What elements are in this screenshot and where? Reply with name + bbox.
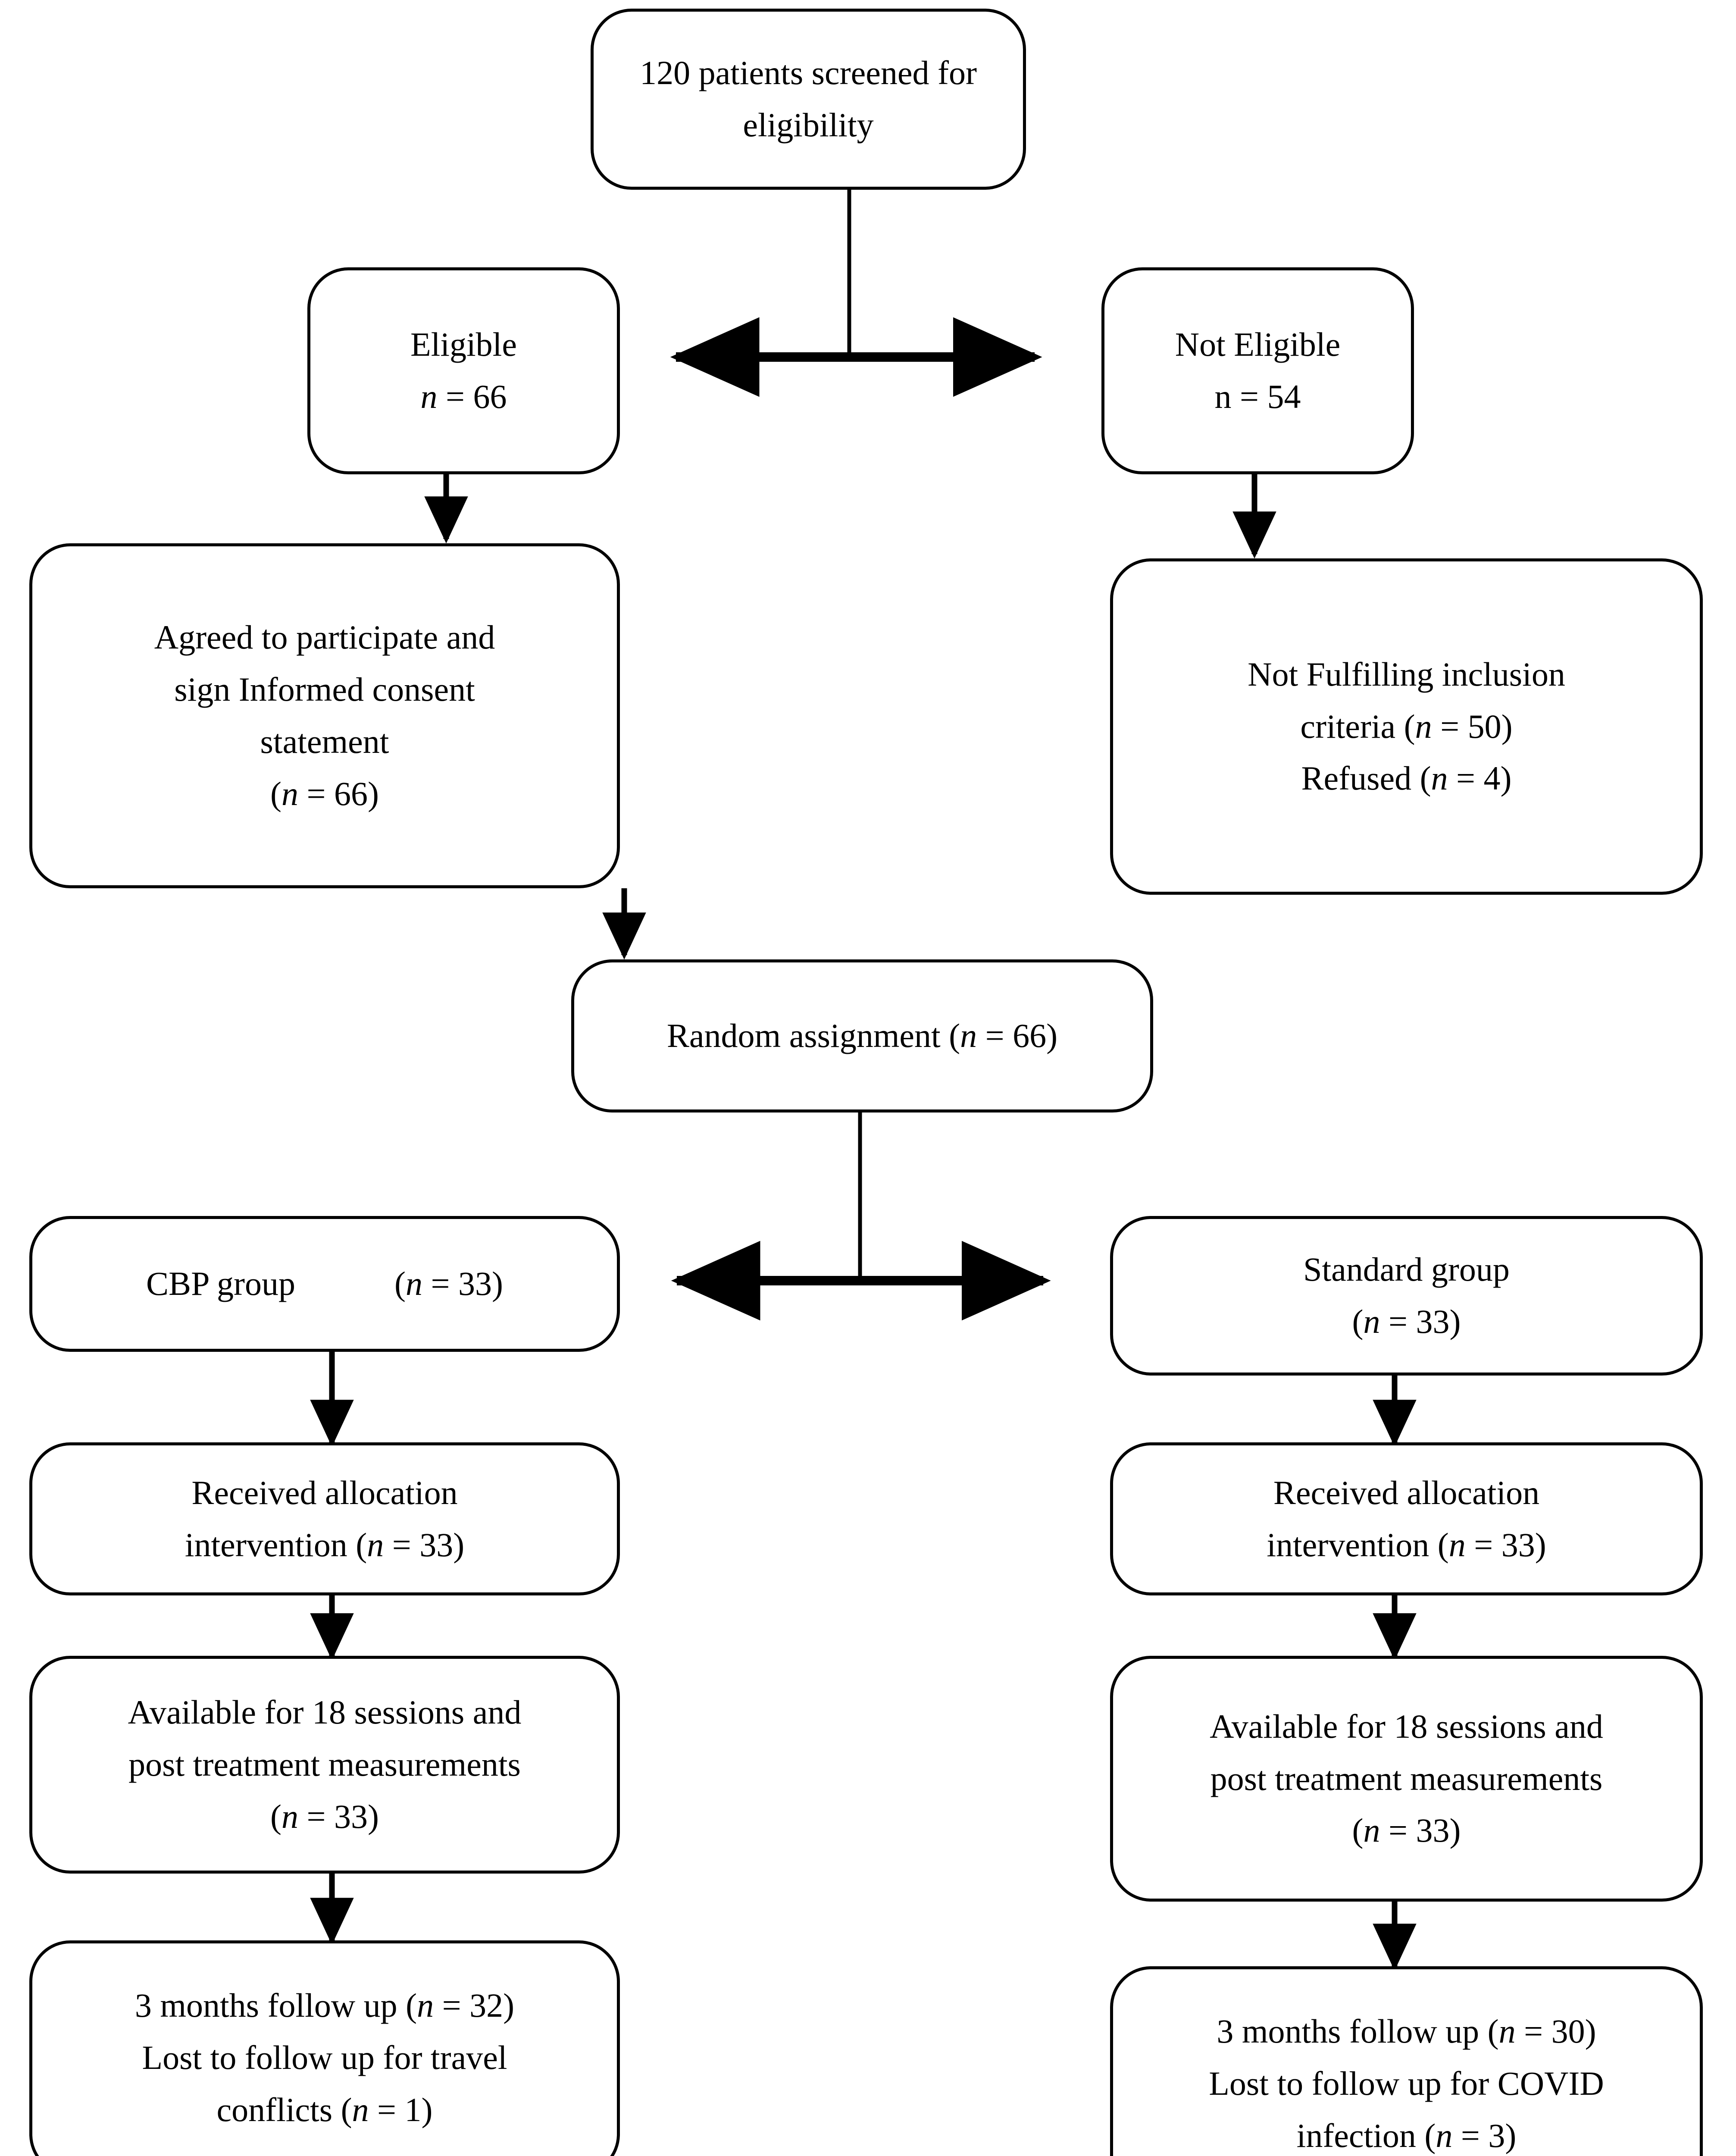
cbp-followup-box[interactable]: 3 months follow up (n = 32)Lost to follo…: [29, 1940, 620, 2156]
standard-group-n-symbol: n: [1363, 1303, 1380, 1340]
standard-followup-box-text: 3 months follow up (n = 30)Lost to follo…: [1209, 2012, 1604, 2154]
cbp-sessions-n-symbol: n: [282, 1797, 298, 1835]
cbp-group-box-text: CBP group(n = 33): [146, 1265, 503, 1303]
standard-followup-box[interactable]: 3 months follow up (n = 30)Lost to follo…: [1110, 1966, 1703, 2156]
consent-n-symbol: n: [282, 774, 298, 812]
standard-lost-n-symbol: n: [1436, 2116, 1453, 2154]
cbp-allocation-n-symbol: n: [367, 1526, 384, 1564]
cbp-followup-n-symbol: n: [417, 1987, 434, 2024]
eligible-n-symbol: n: [420, 378, 438, 415]
cbp-group-box[interactable]: CBP group(n = 33): [29, 1216, 620, 1352]
standard-allocation-n-symbol: n: [1448, 1526, 1466, 1564]
excluded-refused-n-symbol: n: [1431, 759, 1448, 797]
standard-group-box[interactable]: Standard group(n = 33): [1110, 1216, 1703, 1376]
cbp-lost-n-symbol: n: [352, 2090, 369, 2128]
random-assignment-box[interactable]: Random assignment (n = 66): [571, 959, 1153, 1112]
excluded-criteria-n-symbol: n: [1415, 707, 1432, 745]
not-eligible-n-symbol: n = 54: [1214, 378, 1301, 415]
standard-followup-n-symbol: n: [1498, 2012, 1516, 2050]
random-assignment-box-text: Random assignment (n = 66): [666, 1017, 1058, 1055]
standard-group-box-text: Standard group(n = 33): [1303, 1250, 1510, 1340]
random-n-symbol: n: [960, 1017, 977, 1055]
standard-sessions-n-symbol: n: [1363, 1811, 1380, 1849]
cbp-group-n-symbol: n: [406, 1265, 423, 1303]
cbp-followup-box-text: 3 months follow up (n = 32)Lost to follo…: [135, 1987, 515, 2128]
